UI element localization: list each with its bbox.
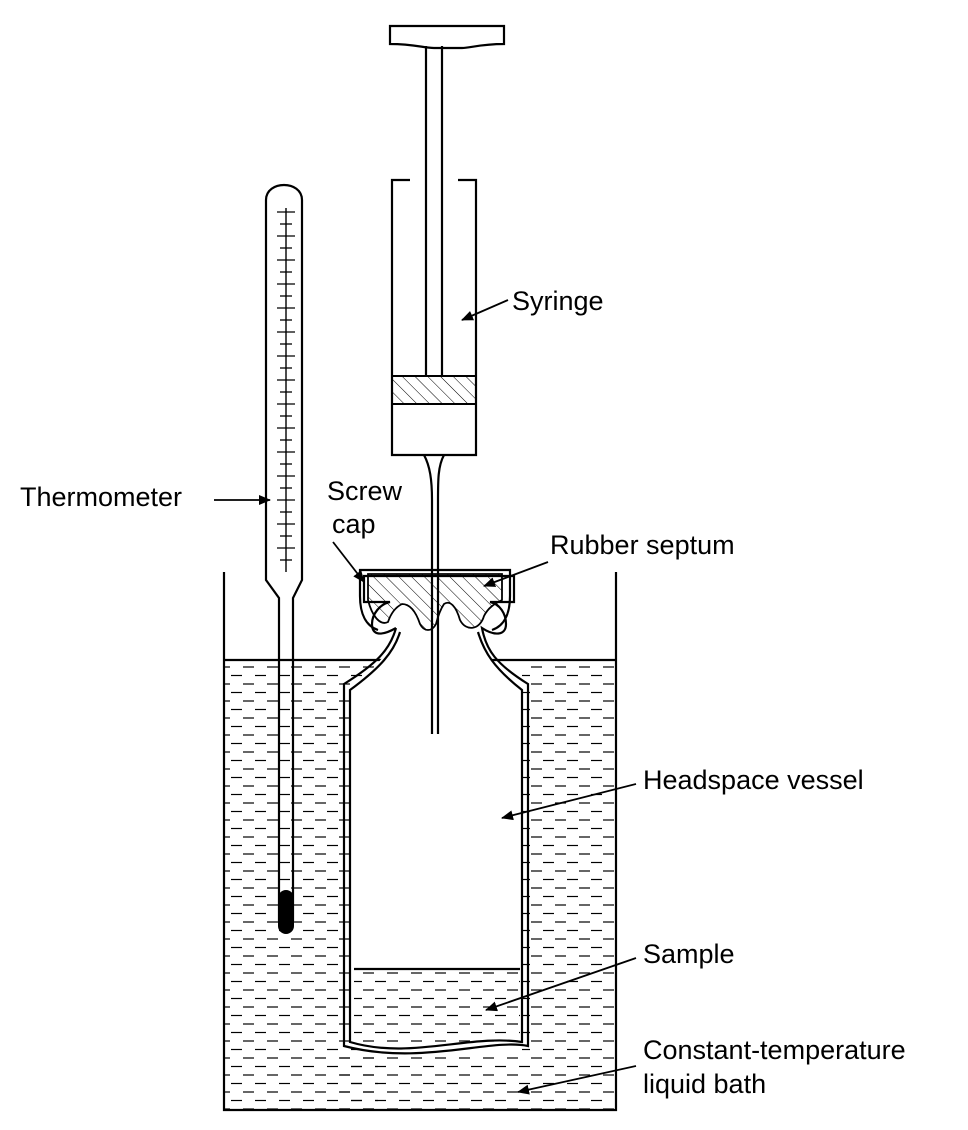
bath-liquid-fill-right — [522, 660, 616, 1110]
arrow-screw-cap — [332, 541, 365, 583]
syringe-tip-right — [436, 454, 445, 734]
label-sample: Sample — [643, 939, 735, 969]
arrow-headspace-vessel — [501, 783, 637, 821]
label-thermometer: Thermometer — [20, 482, 182, 512]
arrow-bath — [517, 1065, 637, 1095]
label-rubber-septum: Rubber septum — [550, 530, 735, 560]
sample-liquid — [354, 970, 520, 1050]
syringe-plunger-head — [388, 24, 506, 50]
bath-liquid-fill — [224, 660, 378, 1110]
arrow-syringe — [461, 299, 509, 321]
screw-cap-body — [358, 568, 512, 596]
vessel-interior — [350, 628, 522, 1053]
syringe-barrel — [390, 178, 478, 457]
label-screw-cap-line2: cap — [332, 509, 376, 539]
vessel-inner-wall — [348, 631, 524, 1050]
thermometer-bulb — [278, 890, 294, 934]
bath-container — [222, 572, 618, 1112]
label-bath-line1: Constant-temperature — [643, 1035, 906, 1065]
screw-cap-right-lip — [491, 595, 512, 632]
thermometer-scale — [277, 208, 295, 572]
bath-liquid-fill-bottom — [340, 1052, 522, 1110]
arrow-sample — [485, 957, 637, 1012]
syringe — [388, 24, 506, 734]
screw-cap-left-lip — [358, 595, 379, 632]
thermometer — [264, 184, 304, 934]
syringe-tip-left — [423, 454, 434, 734]
label-screw-cap-line1: Screw — [327, 476, 403, 506]
label-headspace-vessel: Headspace vessel — [643, 765, 864, 795]
label-bath-line2: liquid bath — [643, 1069, 766, 1099]
arrow-rubber-septum — [483, 561, 549, 587]
syringe-piston — [391, 375, 477, 405]
rubber-septum — [367, 573, 503, 631]
screw-cap — [358, 568, 512, 632]
headspace-vessel — [342, 574, 530, 1055]
label-syringe: Syringe — [512, 286, 604, 316]
liquid-bath — [222, 572, 618, 1112]
